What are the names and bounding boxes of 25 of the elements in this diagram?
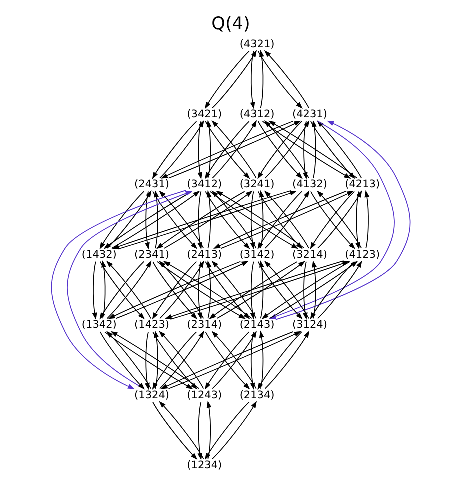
node-text: (1324) (134, 389, 170, 402)
node-text: (2413) (187, 248, 222, 261)
node-text: (2431) (134, 178, 170, 191)
node-text: (1342) (82, 319, 117, 332)
node-text: (2314) (187, 319, 222, 332)
node-text: (4132) (292, 178, 328, 191)
node-text: (2134) (240, 389, 275, 402)
node-text: (4312) (240, 108, 275, 121)
node-text: (1423) (134, 319, 170, 332)
node-text: (3421) (187, 108, 222, 121)
node-text: (1234) (187, 459, 222, 472)
diagram-title: Q(4) (212, 14, 250, 34)
node-text: (3241) (240, 178, 275, 191)
node-text: (4213) (345, 178, 380, 191)
node-text: (1432) (82, 248, 117, 261)
node-text: (2143) (240, 319, 275, 332)
node-text: (1243) (187, 389, 222, 402)
node-text: (3214) (292, 248, 328, 261)
node-text: (4321) (240, 38, 275, 50)
node-text: (3412) (187, 178, 222, 191)
node-text: (3142) (240, 248, 275, 261)
node-text: (3124) (292, 319, 328, 332)
node-text: (4231) (292, 108, 328, 121)
node-text: (4123) (345, 248, 380, 261)
node-text: (2341) (134, 248, 170, 261)
